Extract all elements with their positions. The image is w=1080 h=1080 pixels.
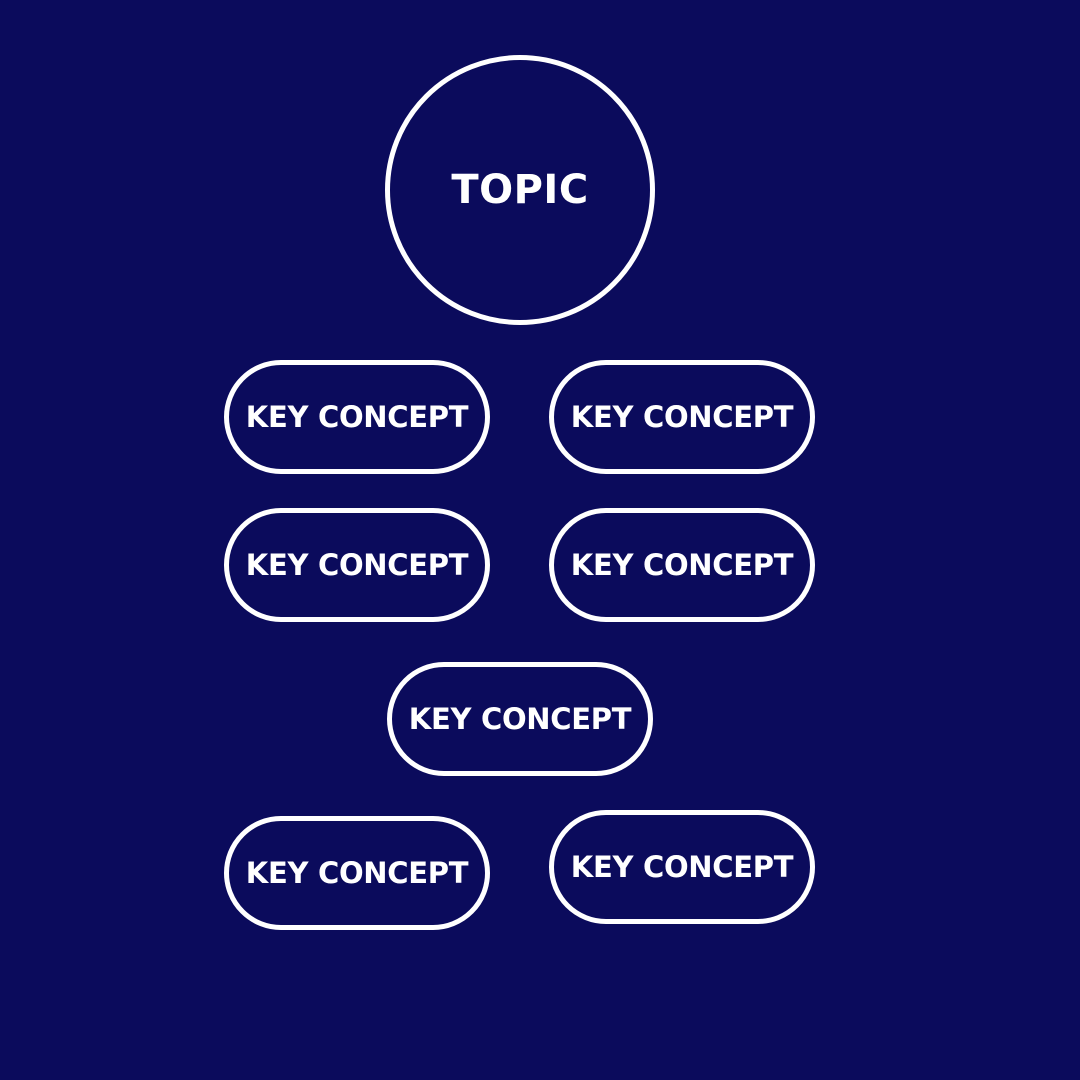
key-concept-7: KEY CONCEPT	[549, 810, 815, 924]
key-concept-2: KEY CONCEPT	[549, 360, 815, 474]
key-concept-label: KEY CONCEPT	[570, 850, 794, 884]
key-concept-label: KEY CONCEPT	[245, 856, 469, 890]
key-concept-5: KEY CONCEPT	[387, 662, 653, 776]
key-concept-3: KEY CONCEPT	[224, 508, 490, 622]
topic-circle: TOPIC	[385, 55, 655, 325]
topic-label: TOPIC	[451, 167, 589, 213]
key-concept-1: KEY CONCEPT	[224, 360, 490, 474]
key-concept-label: KEY CONCEPT	[570, 548, 794, 582]
key-concept-label: KEY CONCEPT	[245, 400, 469, 434]
key-concept-label: KEY CONCEPT	[570, 400, 794, 434]
key-concept-label: KEY CONCEPT	[408, 702, 632, 736]
key-concept-4: KEY CONCEPT	[549, 508, 815, 622]
key-concept-6: KEY CONCEPT	[224, 816, 490, 930]
key-concept-label: KEY CONCEPT	[245, 548, 469, 582]
